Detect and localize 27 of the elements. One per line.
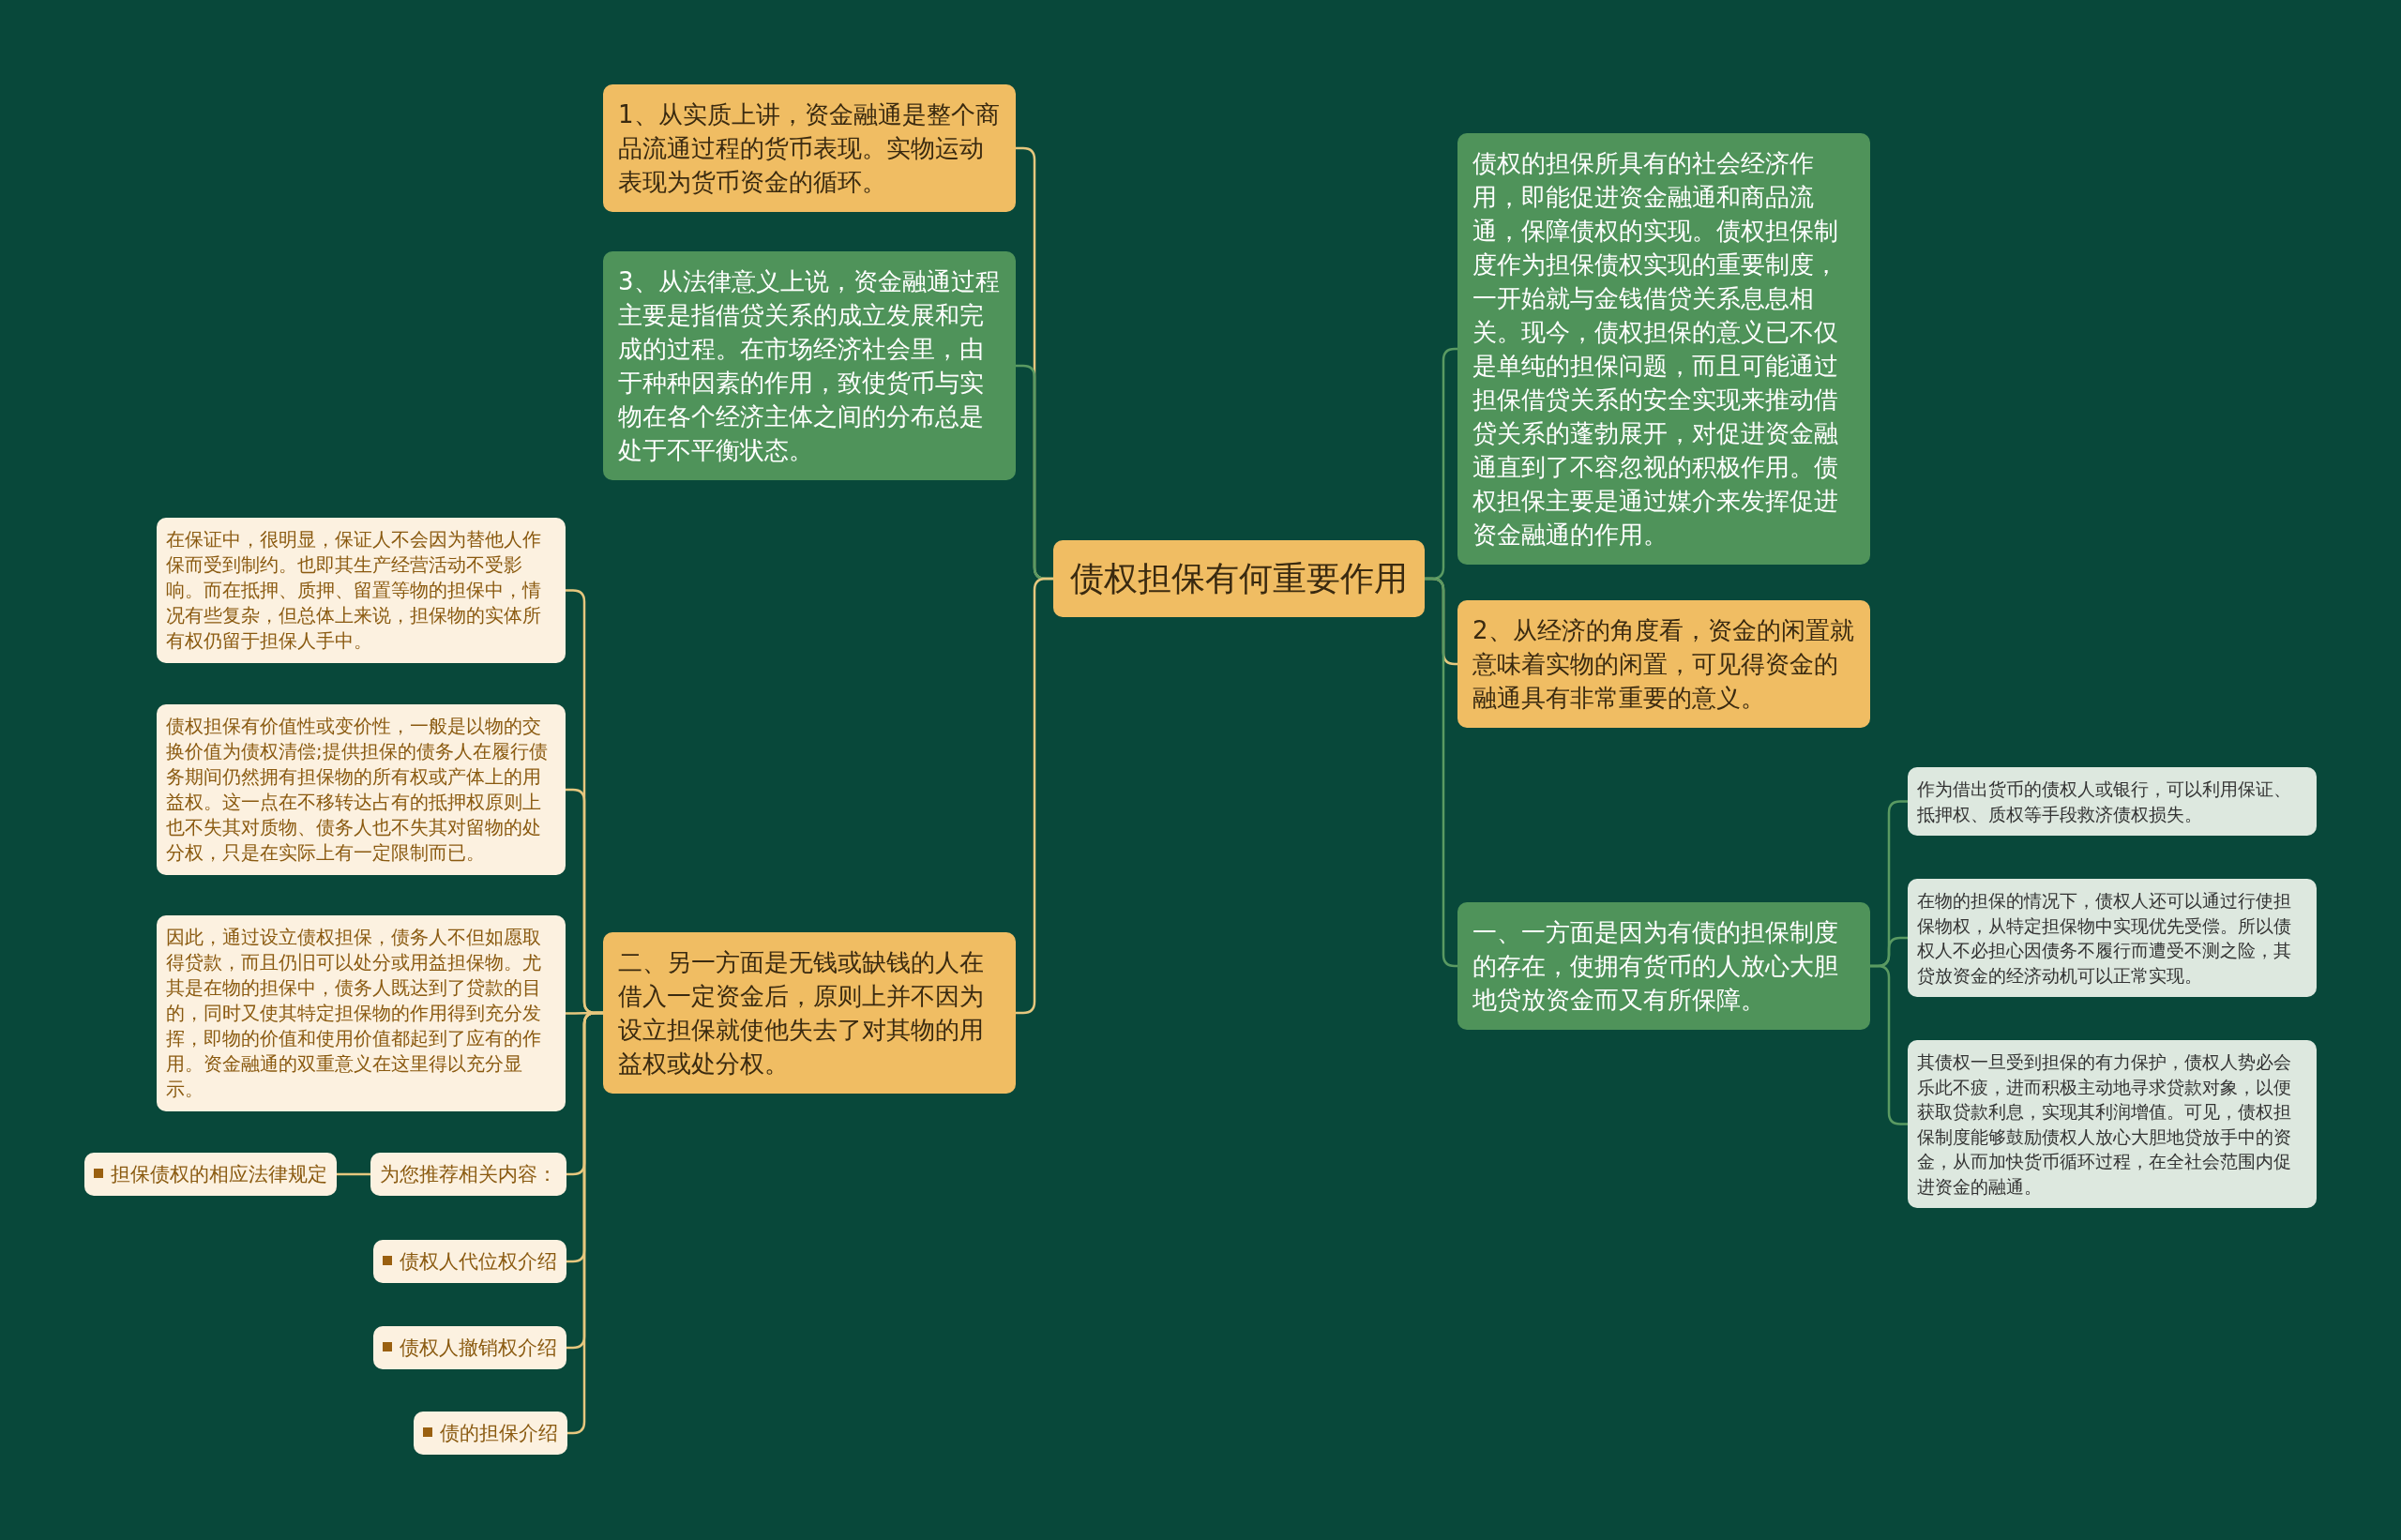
note-box: 为您推荐相关内容： (370, 1153, 566, 1196)
topic-box: 二、另一方面是无钱或缺钱的人在借入一定资金后，原则上并不因为设立担保就使他失去了对其物的用益权或处分权。 (603, 932, 1016, 1094)
connector-line (1870, 964, 1908, 1125)
note-box: 因此，通过设立债权担保，债务人不但如愿取得贷款，而且仍旧可以处分或用益担保物。尤其是在物的担保中，债务人既达到了贷款的目的，同时又使其特定担保物的作用得到充分发挥，即物的价值和使用价值都起到了应有的作用。资金融通的双重意义在这里得以充分显示。 (157, 915, 566, 1111)
note-box: 其债权一旦受到担保的有力保护，债权人势必会乐此不疲，进而积极主动地寻求贷款对象，以便获取贷款利息，实现其利润增值。可见，债权担保制度能够鼓励债权人放心大胆地贷放手中的资金，从而加快货币循环过程，在全社会范围内促进资金的融通。 (1908, 1040, 2317, 1208)
central-topic-box: 债权担保有何重要作用 (1053, 540, 1425, 617)
note-box: 债权担保有价值性或变价性，一般是以物的交换价值为债权清偿;提供担保的债务人在履行债务期间仍然拥有担保物的所有权或产体上的用益权。这一点在不移转达占有的抵押权原则上也不失其对质物、债务人也不失其对留物的处分权，只是在实际上有一定限制而已。 (157, 704, 566, 875)
note-box: 在保证中，很明显，保证人不会因为替他人作保而受到制约。也即其生产经营活动不受影响。而在抵押、质押、留置等物的担保中，情况有些复杂，但总体上来说，担保物的实体所有权仍留于担保人手中。 (157, 518, 566, 663)
link-text: 债的担保介绍 (440, 1422, 558, 1444)
link-text: 担保债权的相应法律规定 (111, 1163, 327, 1185)
topic-box: 债权的担保所具有的社会经济作用，即能促进资金融通和商品流通，保障债权的实现。债权担保制度作为担保债权实现的重要制度，一开始就与金钱借贷关系息息相关。现今，债权担保的意义已不仅是单纯的担保问题，而且可能通过担保借贷关系的安全实现来推动借贷关系的蓬勃展开，对促进资金融通直到了不容忽视的积极作用。债权担保主要是通过媒介来发挥促进资金融通的作用。 (1457, 133, 1870, 565)
topic-box: 一、一方面是因为有债的担保制度的存在，使拥有货币的人放心大胆地贷放资金而又有所保障。 (1457, 902, 1870, 1030)
topic-box: 2、从经济的角度看，资金的闲置就意味着实物的闲置，可见得资金的融通具有非常重要的意义。 (1457, 600, 1870, 728)
link-text: 债权人撤销权介绍 (400, 1336, 557, 1359)
connector-line (567, 1011, 603, 1435)
connector-line (1016, 577, 1053, 1015)
connector-line (337, 1172, 370, 1176)
link-box (373, 1326, 566, 1369)
note-box: 作为借出货币的债权人或银行，可以利用保证、抵押权、质权等手段救济债权损失。 (1908, 767, 2317, 836)
link-text: 债权人代位权介绍 (400, 1250, 557, 1273)
link-box (373, 1240, 566, 1283)
connector-line (1425, 577, 1457, 968)
topic-box: 3、从法律意义上说，资金融通过程主要是指借贷关系的成立发展和完成的过程。在市场经济社会里，由于种种因素的作用，致使货币与实物在各个经济主体之间的分布总是处于不平衡状态。 (603, 251, 1016, 480)
link-box (84, 1153, 337, 1196)
topic-box: 1、从实质上讲，资金融通是整个商品流通过程的货币表现。实物运动表现为货币资金的循环。 (603, 84, 1016, 212)
note-box: 在物的担保的情况下，债权人还可以通过行使担保物权，从特定担保物中实现优先受偿。所以债权人不必担心因债务不履行而遭受不测之险，其贷放资金的经济动机可以正常实现。 (1908, 879, 2317, 997)
link-box (414, 1412, 567, 1455)
